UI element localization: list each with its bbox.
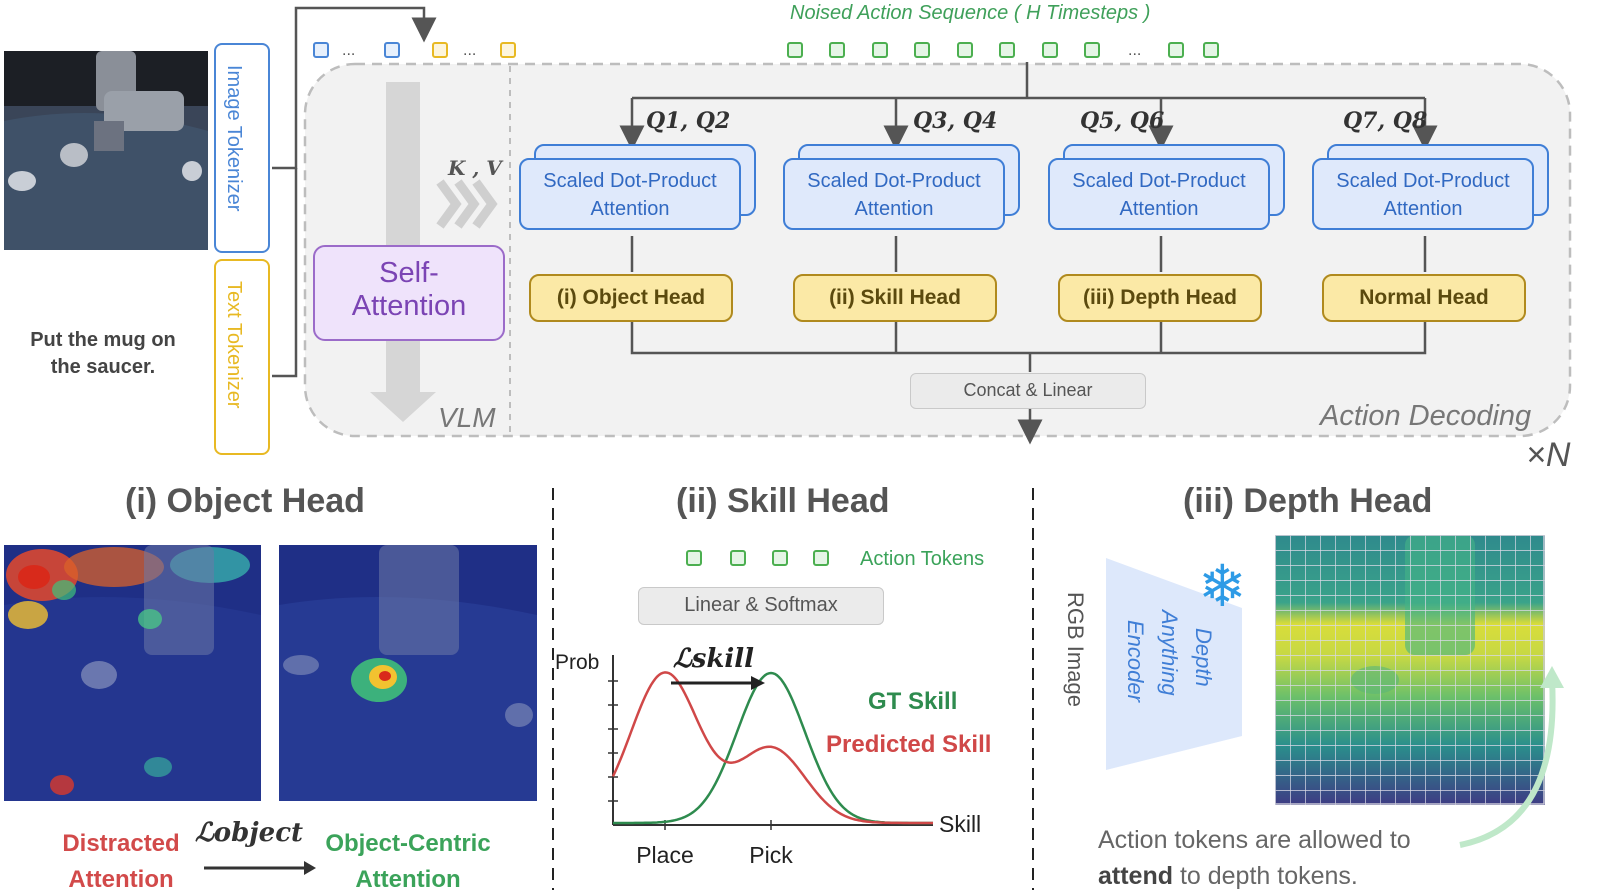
action-decoding-label: Action Decoding (1320, 400, 1532, 432)
depth-map-grid (1275, 535, 1545, 805)
attention-block-3-line-1: Scaled Dot-Product (1072, 170, 1246, 192)
text-token-1 (432, 42, 448, 58)
object-centric-label-1: Object-Centric (325, 830, 491, 857)
attention-block-4-line-2: Attention (1383, 198, 1463, 220)
object-head-box: (i) Object Head (529, 274, 733, 322)
x-tick-label-1: Pick (749, 842, 793, 868)
attention-block-4: Scaled Dot-Product Attention (1312, 158, 1534, 230)
concat-linear-box: Concat & Linear (910, 373, 1146, 409)
vlm-label: VLM (438, 402, 496, 433)
depth-note-line-1: Action tokens are allowed to (1098, 826, 1411, 854)
action-token-10 (1203, 42, 1219, 58)
snowflake-icon: ❄ (1198, 554, 1247, 619)
query-label-3: Q5, Q6 (1080, 108, 1165, 134)
object-loss-arrow (204, 861, 316, 875)
self-attention-line-2: Attention (351, 290, 467, 322)
action-token-7 (1042, 42, 1058, 58)
object-head-title: (i) Object Head (125, 482, 365, 520)
query-label-1: Q1, Q2 (646, 108, 731, 134)
depth-note-line-2: attend to depth tokens. (1098, 862, 1358, 891)
action-token-9 (1168, 42, 1184, 58)
series-line-1 (611, 671, 933, 825)
query-label-2: Q3, Q4 (913, 108, 998, 134)
instruction-line-2: the saucer. (50, 356, 156, 378)
object-centric-label-2: Attention (355, 866, 461, 893)
ellipsis-2: ... (463, 42, 477, 59)
kv-label: K , V (448, 156, 502, 180)
x-tick-label-0: Place (636, 842, 694, 868)
action-token-3 (872, 42, 888, 58)
noised-title: Noised Action Sequence ( H Timesteps ) (790, 2, 1151, 24)
image-tokenizer-label: Image Tokenizer (223, 65, 245, 212)
times-n-label: ×N (1526, 436, 1571, 474)
text-tokenizer-label: Text Tokenizer (223, 281, 245, 409)
attention-block-2-line-2: Attention (854, 198, 934, 220)
ellipsis-1: ... (342, 42, 356, 59)
instruction-line-1: Put the mug on (30, 329, 176, 351)
object-loss-symbol: ℒobject (195, 818, 304, 848)
text-token-2 (500, 42, 516, 58)
action-token-1 (787, 42, 803, 58)
distracted-label-2: Attention (68, 866, 174, 893)
linear-softmax-box: Linear & Softmax (638, 587, 884, 625)
section-dividers (552, 488, 1034, 890)
query-label-4: Q7, Q8 (1343, 108, 1428, 134)
attention-block-4-line-1: Scaled Dot-Product (1336, 170, 1510, 192)
distracted-attention-map (4, 545, 261, 801)
depth-note-rest: to depth tokens. (1173, 862, 1358, 890)
action-tokens-label: Action Tokens (860, 548, 985, 570)
skill-action-token-4 (813, 550, 829, 566)
normal-head-box: Normal Head (1322, 274, 1526, 322)
depth-encoder-trapezoid (1106, 558, 1242, 770)
self-attention-line-1: Self- (379, 257, 439, 289)
action-token-6 (999, 42, 1015, 58)
text-tokenizer-box: Text Tokenizer (214, 259, 270, 455)
ellipsis-3: ... (1128, 42, 1142, 59)
gt-skill-label: GT Skill (868, 688, 958, 715)
skill-action-token-3 (772, 550, 788, 566)
action-token-8 (1084, 42, 1100, 58)
attention-block-3: Scaled Dot-Product Attention (1048, 158, 1270, 230)
predicted-skill-label: Predicted Skill (826, 731, 992, 758)
image-token-1 (313, 42, 329, 58)
self-attention-box: Self- Attention (313, 245, 505, 341)
depth-note-attend: attend (1098, 862, 1173, 890)
attention-block-1: Scaled Dot-Product Attention (519, 158, 741, 230)
attention-block-3-line-2: Attention (1119, 198, 1199, 220)
depth-head-box: (iii) Depth Head (1058, 274, 1262, 322)
action-token-4 (914, 42, 930, 58)
image-token-2 (384, 42, 400, 58)
skill-head-title: (ii) Skill Head (676, 482, 890, 520)
attention-block-1-line-2: Attention (590, 198, 670, 220)
attention-block-2-line-1: Scaled Dot-Product (807, 170, 981, 192)
attention-block-2: Scaled Dot-Product Attention (783, 158, 1005, 230)
object-centric-attention-map (279, 545, 537, 801)
depth-encoder-line-2: Anything (1157, 610, 1182, 696)
attention-block-1-line-1: Scaled Dot-Product (543, 170, 717, 192)
y-axis-label: Prob (555, 651, 599, 674)
depth-encoder-line-1: Depth (1191, 628, 1216, 687)
skill-head-box: (ii) Skill Head (793, 274, 997, 322)
image-tokenizer-box: Image Tokenizer (214, 43, 270, 253)
x-axis-label: Skill (939, 811, 981, 837)
skill-action-token-1 (686, 550, 702, 566)
action-token-5 (957, 42, 973, 58)
robot-scene-image (4, 51, 208, 250)
attend-curve-arrow (1459, 666, 1564, 848)
action-token-2 (829, 42, 845, 58)
skill-loss-symbol: ℒskill (673, 644, 754, 674)
depth-head-title: (iii) Depth Head (1183, 482, 1433, 520)
depth-encoder-line-3: Encoder (1123, 620, 1148, 702)
skill-action-token-2 (730, 550, 746, 566)
rgb-image-label: RGB Image (1063, 592, 1088, 707)
distracted-label-1: Distracted (62, 830, 180, 857)
skill-loss-arrow-head (751, 676, 765, 690)
